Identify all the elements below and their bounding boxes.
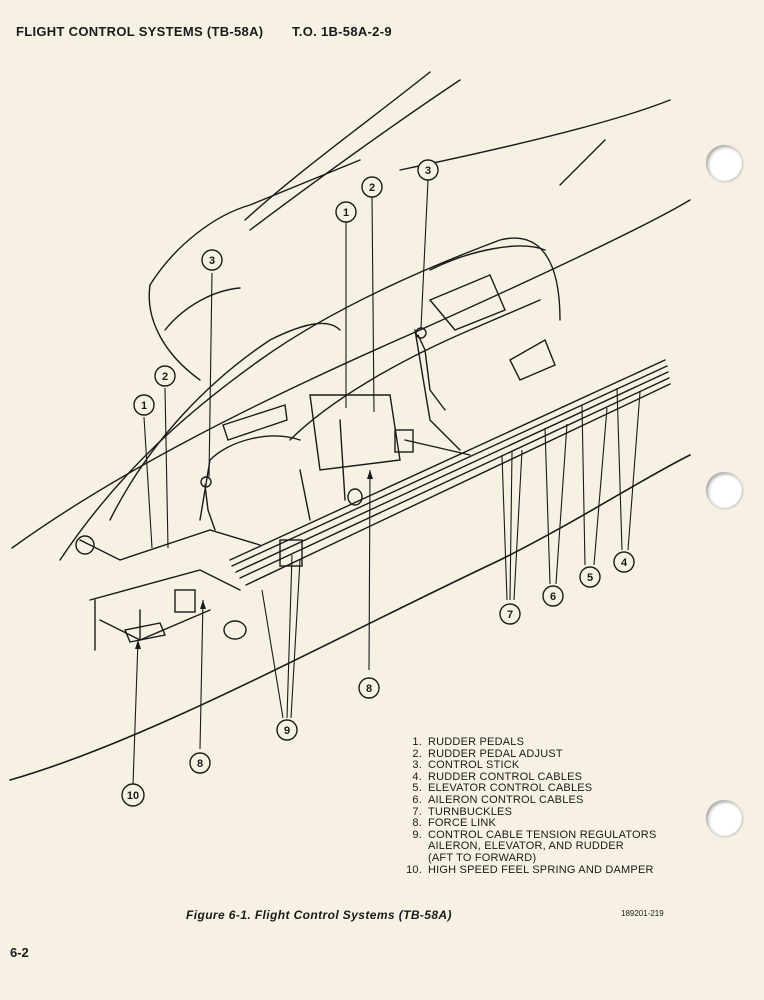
header-left-title: FLIGHT CONTROL SYSTEMS (TB-58A) xyxy=(16,24,264,39)
legend-number: 5. xyxy=(412,782,422,795)
binder-hole-middle xyxy=(706,472,742,508)
legend-text: HIGH SPEED FEEL SPRING AND DAMPER xyxy=(428,863,654,876)
callout-8-fwd: 8 xyxy=(197,758,203,770)
legend-text: RUDDER PEDALS xyxy=(428,736,525,748)
legend-number: 1. xyxy=(412,736,422,748)
callout-2-aft: 2 xyxy=(369,182,375,194)
legend-text: TURNBUCKLES xyxy=(428,805,513,818)
header-right-tech-order: T.O. 1B-58A-2-9 xyxy=(292,24,392,39)
legend-item: 2. RUDDER PEDAL ADJUST xyxy=(396,747,696,761)
callout-8-aft: 8 xyxy=(366,683,372,695)
callout-7: 7 xyxy=(507,609,513,621)
legend-item: 5. ELEVATOR CONTROL CABLES xyxy=(396,783,696,795)
figure-code: 189201-219 xyxy=(621,909,664,918)
legend-item: 1. RUDDER PEDALS xyxy=(396,736,696,749)
binder-hole-top xyxy=(706,145,742,181)
callout-3-fwd: 3 xyxy=(209,255,215,267)
legend-number: 10. xyxy=(406,863,422,876)
legend-item: 4. RUDDER CONTROL CABLES xyxy=(396,770,696,784)
legend-text: AILERON CONTROL CABLES xyxy=(428,793,584,806)
legend-text: RUDDER PEDAL ADJUST xyxy=(428,747,563,760)
callout-5: 5 xyxy=(587,572,593,584)
legend-text: CONTROL STICK xyxy=(428,759,520,772)
legend-number: 3. xyxy=(412,759,422,772)
legend-number: 2. xyxy=(412,747,422,760)
callout-2-fwd: 2 xyxy=(162,371,168,383)
callout-10: 10 xyxy=(127,790,139,802)
callout-6: 6 xyxy=(550,591,556,603)
legend-text: FORCE LINK xyxy=(428,817,497,830)
legend-item: 6. AILERON CONTROL CABLES xyxy=(396,793,696,807)
legend-number: 4. xyxy=(412,770,422,783)
legend-item: 9. CONTROL CABLE TENSION REGULATORS AILER… xyxy=(396,828,696,865)
callout-1-aft: 1 xyxy=(343,207,349,219)
binder-hole-bottom xyxy=(706,800,742,836)
callout-3-aft: 3 xyxy=(425,165,431,177)
page-number: 6-2 xyxy=(10,945,29,960)
parts-legend: 1. RUDDER PEDALS 2. RUDDER PEDAL ADJUST 3.… xyxy=(396,736,696,877)
legend-number: 6. xyxy=(412,793,422,806)
figure-caption: Figure 6-1. Flight Control Systems (TB-5… xyxy=(186,908,452,922)
legend-number: 9. xyxy=(412,828,422,841)
legend-number: 7. xyxy=(412,805,422,818)
callout-1-fwd: 1 xyxy=(141,400,147,412)
legend-item: 7. TURNBUCKLES xyxy=(396,805,696,819)
callout-4: 4 xyxy=(621,557,628,569)
legend-text: ELEVATOR CONTROL CABLES xyxy=(428,782,593,795)
callout-9: 9 xyxy=(284,725,290,737)
legend-text: CONTROL CABLE TENSION REGULATORS AILERON… xyxy=(428,828,657,864)
legend-item: 3. CONTROL STICK xyxy=(396,760,696,772)
legend-item: 10. HIGH SPEED FEEL SPRING AND DAMPER xyxy=(396,863,696,877)
legend-item: 8. FORCE LINK xyxy=(396,818,696,830)
legend-number: 8. xyxy=(412,817,422,830)
legend-text: RUDDER CONTROL CABLES xyxy=(428,770,583,783)
